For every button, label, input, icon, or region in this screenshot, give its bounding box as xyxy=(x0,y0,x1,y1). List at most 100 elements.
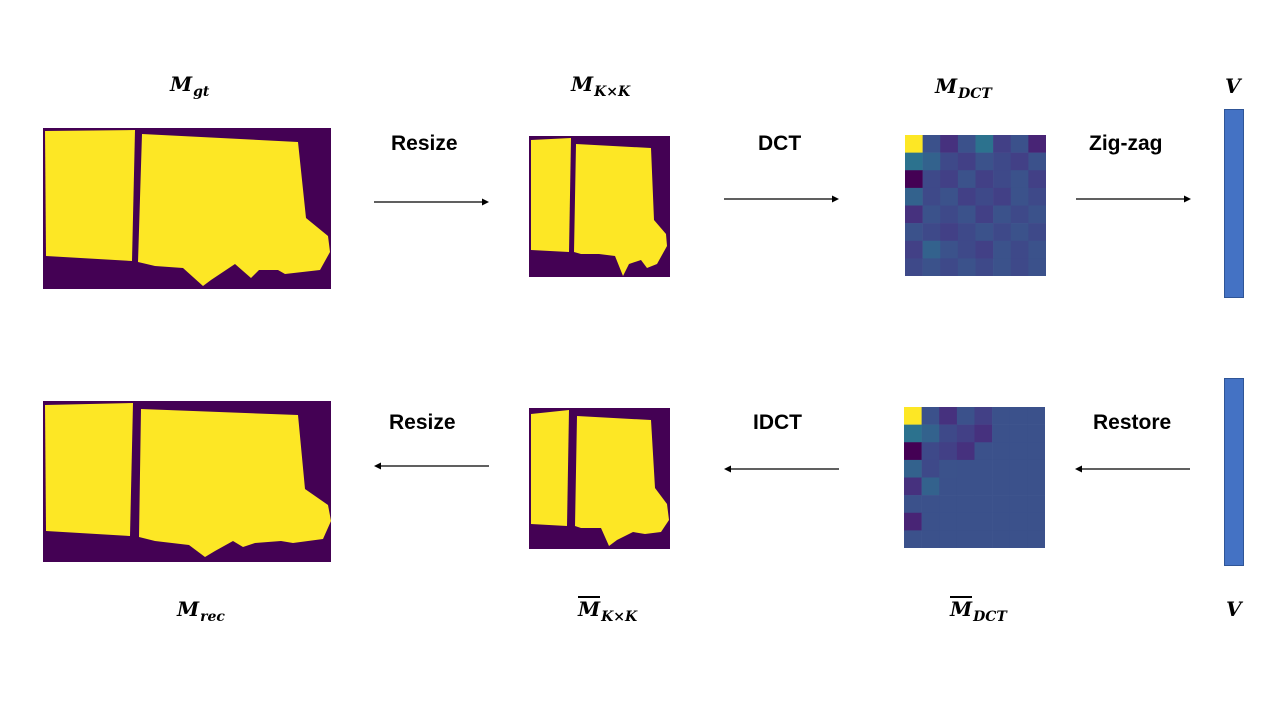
dct-cell-top xyxy=(940,223,959,242)
dct-cell-bottom xyxy=(939,495,958,514)
dct-cell-top xyxy=(905,223,923,242)
dct-cell-top xyxy=(957,258,976,276)
dct-cell-top xyxy=(905,135,923,153)
label-m-gt: Mgt xyxy=(170,72,210,100)
dct-cell-bottom xyxy=(974,459,993,478)
dct-cell-bottom xyxy=(904,512,922,531)
dct-cell-bottom xyxy=(956,495,975,514)
dct-cell-top xyxy=(940,205,959,224)
op-dct: DCT xyxy=(758,132,802,155)
dct-cell-top xyxy=(993,170,1012,189)
dct-cell-top xyxy=(922,223,941,242)
dct-cell-top xyxy=(922,152,941,171)
dct-cell-top xyxy=(940,170,959,189)
dct-cell-top xyxy=(993,205,1012,224)
dct-cell-bottom xyxy=(956,407,975,425)
dct-cell-top xyxy=(975,135,994,153)
dct-cell-top xyxy=(940,258,959,276)
vector-v-top xyxy=(1224,109,1244,298)
dct-cell-bottom xyxy=(956,459,975,478)
label-m-rec: Mrec xyxy=(177,597,225,625)
dct-cell-top xyxy=(1028,170,1046,189)
label-m-kxk-bar: M K×K xyxy=(578,596,638,625)
label-m-kxk: MK×K xyxy=(571,72,631,100)
dct-cell-top xyxy=(975,170,994,189)
dct-cell-bottom xyxy=(956,477,975,496)
dct-cell-top xyxy=(1010,135,1029,153)
dct-cell-bottom xyxy=(992,442,1011,461)
dct-cell-bottom xyxy=(1027,530,1045,548)
dct-cell-bottom xyxy=(1009,442,1028,461)
dct-cell-bottom xyxy=(992,530,1011,548)
dct-cell-bottom xyxy=(939,407,958,425)
dct-cell-top xyxy=(957,170,976,189)
dct-cell-top xyxy=(975,240,994,259)
dct-cell-bottom xyxy=(1009,495,1028,514)
dct-cell-bottom xyxy=(1009,407,1028,425)
arrow-idct xyxy=(723,463,839,475)
dct-cell-top xyxy=(922,135,941,153)
dct-cell-bottom xyxy=(974,407,993,425)
dct-cell-bottom xyxy=(1009,477,1028,496)
dct-cell-bottom xyxy=(1009,530,1028,548)
dct-cell-bottom xyxy=(974,442,993,461)
dct-cell-bottom xyxy=(904,407,922,425)
dct-cell-top xyxy=(975,205,994,224)
dct-cell-bottom xyxy=(939,530,958,548)
mask-rec-image xyxy=(43,401,331,562)
dct-cell-bottom xyxy=(974,495,993,514)
dct-cell-top xyxy=(905,187,923,206)
dct-cell-bottom xyxy=(921,424,940,443)
dct-cell-top xyxy=(993,187,1012,206)
dct-cell-top xyxy=(975,152,994,171)
dct-cell-top xyxy=(922,240,941,259)
mask-gt-image xyxy=(43,128,331,289)
dct-cell-bottom xyxy=(1009,424,1028,443)
dct-cell-top xyxy=(922,170,941,189)
dct-cell-top xyxy=(905,170,923,189)
dct-cell-bottom xyxy=(904,459,922,478)
dct-cell-top xyxy=(905,258,923,276)
dct-cell-top xyxy=(922,258,941,276)
mask-kxk-bar-image xyxy=(529,408,670,549)
dct-cell-bottom xyxy=(904,442,922,461)
dct-cell-top xyxy=(957,152,976,171)
overbar-accent xyxy=(578,596,601,598)
dct-cell-top xyxy=(905,240,923,259)
dct-cell-top xyxy=(940,240,959,259)
dct-coeff-grid-bottom xyxy=(904,407,1045,548)
dct-cell-top xyxy=(975,258,994,276)
dct-cell-top xyxy=(940,135,959,153)
dct-cell-bottom xyxy=(956,530,975,548)
dct-cell-bottom xyxy=(1027,442,1045,461)
dct-cell-top xyxy=(957,187,976,206)
mask-kxk-image xyxy=(529,136,670,277)
dct-cell-top xyxy=(957,135,976,153)
dct-cell-top xyxy=(975,187,994,206)
dct-cell-top xyxy=(1010,187,1029,206)
dct-cell-bottom xyxy=(974,530,993,548)
label-m-dct-bar: M DCT xyxy=(950,596,1007,625)
dct-cell-bottom xyxy=(974,477,993,496)
dct-cell-bottom xyxy=(921,530,940,548)
dct-cell-top xyxy=(1028,187,1046,206)
dct-cell-top xyxy=(957,240,976,259)
dct-cell-top xyxy=(1010,223,1029,242)
dct-cell-top xyxy=(922,205,941,224)
arrow-zigzag xyxy=(1076,193,1192,205)
dct-cell-bottom xyxy=(921,442,940,461)
dct-cell-top xyxy=(957,205,976,224)
dct-cell-bottom xyxy=(939,459,958,478)
dct-cell-top xyxy=(993,258,1012,276)
op-restore: Restore xyxy=(1093,411,1172,434)
dct-cell-top xyxy=(1010,240,1029,259)
dct-cell-top xyxy=(993,223,1012,242)
dct-cell-bottom xyxy=(904,530,922,548)
op-resize-top: Resize xyxy=(391,132,458,155)
dct-cell-bottom xyxy=(974,424,993,443)
dct-cell-bottom xyxy=(939,477,958,496)
arrow-restore xyxy=(1074,463,1190,475)
dct-cell-top xyxy=(975,223,994,242)
dct-cell-bottom xyxy=(921,407,940,425)
dct-cell-bottom xyxy=(1027,477,1045,496)
